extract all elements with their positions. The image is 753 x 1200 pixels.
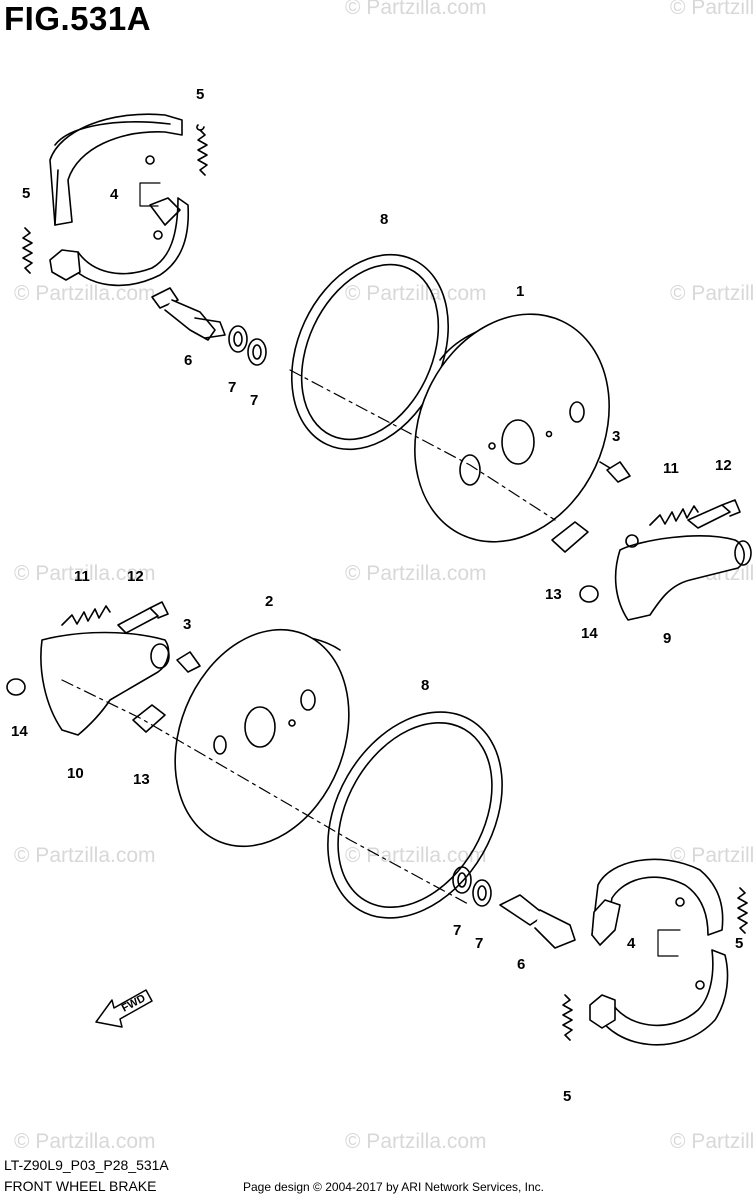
callout-14: 14	[11, 723, 28, 740]
washer-13-top	[551, 521, 589, 553]
nut-14-bottom	[6, 678, 26, 696]
callout-12: 12	[127, 568, 144, 585]
seal-ring-8-bottom	[327, 711, 503, 919]
callout-3: 3	[612, 428, 620, 445]
watermark: © Partzilla.com	[14, 844, 156, 867]
spring-11-top	[649, 505, 699, 526]
callout-7: 7	[250, 392, 258, 409]
washer-7-bottom-a	[452, 866, 472, 894]
callout-13: 13	[133, 771, 150, 788]
callout-5: 5	[735, 935, 743, 952]
model-code: LT-Z90L9_P03_P28_531A	[4, 1157, 169, 1173]
watermark: © Partzilla.com	[345, 282, 487, 305]
callout-13: 13	[545, 586, 562, 603]
callout-labels: 5 4 5 8 1 6 7 7 3 11 12 11 12 13 14 9 3 …	[11, 86, 743, 1105]
callout-1: 1	[516, 283, 524, 300]
watermark: © Partzilla.com	[670, 844, 753, 867]
bolt-12-bottom	[117, 601, 169, 634]
watermark: © Partzilla.com	[670, 0, 753, 19]
fwd-arrow-icon	[95, 989, 153, 1028]
washer-7-top-b	[247, 338, 267, 366]
callout-12: 12	[715, 457, 732, 474]
callout-7: 7	[228, 379, 236, 396]
brake-shoe-upper-left	[49, 113, 190, 287]
washer-13-bottom	[132, 704, 166, 733]
callout-6: 6	[184, 352, 192, 369]
watermark: © Partzilla.com	[345, 562, 487, 585]
callout-2: 2	[265, 593, 273, 610]
callout-14: 14	[581, 625, 598, 642]
watermark: © Partzilla.com	[670, 1130, 753, 1153]
callout-9: 9	[663, 630, 671, 647]
watermark: © Partzilla.com	[14, 282, 156, 305]
callout-3: 3	[183, 616, 191, 633]
callout-7: 7	[453, 922, 461, 939]
brake-drum-1	[414, 313, 610, 543]
watermark: © Partzilla.com	[14, 562, 156, 585]
callout-11: 11	[74, 568, 90, 585]
brake-drum-2	[174, 628, 350, 848]
spring-5-top-right	[196, 124, 208, 176]
nut-14-top	[579, 585, 599, 603]
watermark: © Partzilla.com	[670, 282, 753, 305]
watermark-layer: © Partzilla.com © Partzilla.com © Partzi…	[14, 0, 753, 1153]
spring-11-bottom	[61, 605, 111, 626]
cam-lever-9	[614, 534, 752, 621]
callout-7: 7	[475, 935, 483, 952]
callout-6: 6	[517, 956, 525, 973]
spring-5-top-left	[22, 227, 33, 274]
spring-5-bottom-left	[562, 994, 573, 1041]
diagram-title: FRONT WHEEL BRAKE	[4, 1178, 157, 1194]
bolt-3-top	[599, 461, 631, 483]
callout-8: 8	[380, 211, 388, 228]
watermark: © Partzilla.com	[345, 0, 487, 19]
cam-lever-10	[40, 631, 170, 736]
washer-7-top-a	[228, 325, 248, 353]
callout-5: 5	[563, 1088, 571, 1105]
bolt-12-top	[687, 499, 741, 529]
bolt-3-bottom	[176, 651, 201, 673]
copyright-credit: Page design © 2004-2017 by ARI Network S…	[243, 1180, 545, 1194]
callout-8: 8	[421, 677, 429, 694]
callout-5: 5	[196, 86, 204, 103]
washer-7-bottom-b	[472, 879, 492, 907]
watermark: © Partzilla.com	[14, 1130, 156, 1153]
pivot-pin-6-top	[151, 287, 226, 341]
spring-5-bottom-right	[737, 887, 748, 934]
watermark: © Partzilla.com	[345, 844, 487, 867]
brake-shoe-lower-right	[589, 858, 729, 1046]
callout-11: 11	[663, 460, 679, 477]
callout-4: 4	[110, 186, 119, 203]
callout-5: 5	[22, 185, 30, 202]
figure-title: FIG.531A	[4, 0, 152, 37]
pivot-pin-6-bottom	[499, 894, 576, 949]
callout-4: 4	[627, 935, 636, 952]
watermark: © Partzilla.com	[345, 1130, 487, 1153]
callout-10: 10	[67, 765, 84, 782]
